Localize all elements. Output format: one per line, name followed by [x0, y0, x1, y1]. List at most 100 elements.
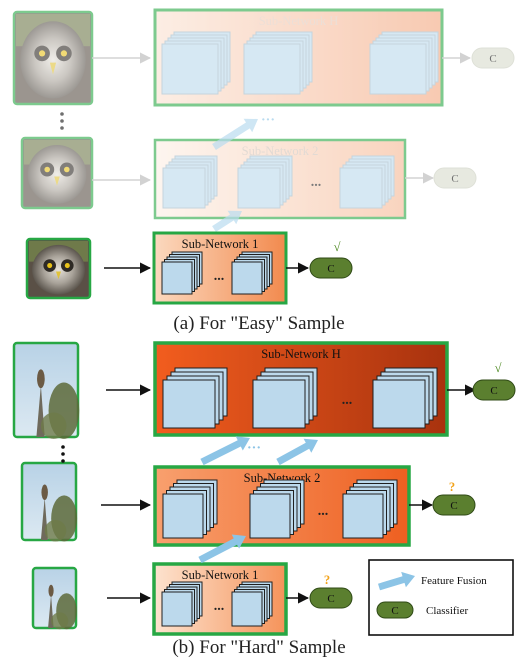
feature-map-stack [342, 479, 398, 539]
easy-inactive-layers: Sub-Network H C Sub-Network 2... C ··· [12, 8, 515, 232]
classifier-pill [309, 257, 353, 279]
owl-beak [54, 176, 60, 186]
hard-classifier-2: C [432, 494, 476, 516]
easy-classifier-h: C [471, 47, 515, 69]
dot [61, 452, 65, 456]
classifier-label: C [451, 173, 458, 185]
bird-photo-bush [44, 519, 67, 542]
legend-classifier-pill [376, 601, 414, 619]
legend-feature-fusion-label: Feature Fusion [421, 575, 487, 587]
easy-check-mark: √ [334, 240, 341, 254]
legend-fusion-arrow-icon [378, 571, 415, 591]
classifier-pill [309, 587, 353, 609]
feature-map-stack [161, 251, 203, 295]
owl-beak [55, 271, 62, 280]
feature-map [342, 493, 384, 539]
feature-map-stack [161, 31, 231, 95]
hard-classifier-1: C [309, 587, 353, 609]
classifier-label: C [327, 593, 334, 605]
feature-map [161, 591, 193, 627]
owl-right-iris [64, 263, 70, 269]
dot [60, 112, 64, 116]
feature-map [231, 261, 263, 295]
feature-map [369, 43, 427, 95]
owl-face [20, 21, 86, 99]
feature-map [237, 167, 281, 209]
classifier-pill [432, 494, 476, 516]
owl-right-iris [60, 50, 68, 57]
stack-ellipsis: ... [342, 393, 353, 408]
stack-ellipsis: ... [214, 599, 225, 614]
feature-map-stack [231, 251, 273, 295]
bird-body [48, 584, 54, 597]
owl-left-iris [47, 263, 53, 269]
hard-panel: Sub-Network H... C √ Sub-Network 2... C? Sub-… [12, 341, 516, 658]
dot [61, 459, 65, 463]
dot [61, 445, 65, 449]
sub-network-title: Sub-Network 1 [182, 237, 259, 251]
legend-classifier-symbol: C [391, 605, 398, 617]
easy-fusion-arrow-2-h [212, 118, 258, 150]
dot [60, 119, 64, 123]
easy-fusion-arrow-1-2 [212, 210, 242, 232]
feature-map-stack [162, 367, 228, 429]
bird-photo-bush [51, 612, 69, 630]
classifier-label: C [489, 53, 496, 65]
feature-map-stack [161, 581, 203, 627]
legend-frame [368, 559, 514, 636]
feature-map-stack [249, 479, 305, 539]
feature-map [372, 379, 426, 429]
feature-map-stack [162, 479, 218, 539]
hard-fusion-ellipsis: ··· [247, 441, 261, 456]
feature-map [339, 167, 383, 209]
hard-classifier-h: C [472, 379, 516, 401]
hard-fusion-arrow-2-h-left [200, 436, 250, 466]
bird-body [37, 369, 45, 389]
hard-question-mark-1: ? [324, 573, 330, 587]
easy-fusion-ellipsis: ··· [261, 113, 275, 128]
bird-photo-bush [40, 412, 67, 439]
hard-input-bird-2 [20, 461, 78, 542]
hard-caption: (b) For "Hard" Sample [172, 637, 345, 658]
feature-map-stack [237, 155, 293, 209]
legend-classifier-label: Classifier [426, 605, 468, 617]
easy-input-vertical-dots [60, 112, 64, 130]
hard-check-mark: √ [495, 361, 502, 375]
owl-face [32, 244, 85, 295]
easy-classifier-1: C [309, 257, 353, 279]
owl-left-iris [38, 50, 46, 57]
feature-map-stack [252, 367, 318, 429]
feature-map-stack [372, 367, 438, 429]
easy-input-owl-h [12, 10, 94, 106]
stack-ellipsis: ... [214, 269, 225, 284]
easy-classifier-2: C [433, 167, 477, 189]
feature-map [161, 261, 193, 295]
owl-left-iris [44, 166, 50, 173]
easy-sub-network-1: Sub-Network 1... [152, 231, 288, 305]
hard-sub-network-1: Sub-Network 1... [152, 562, 288, 636]
bird-body [41, 484, 48, 500]
classifier-pill [433, 167, 477, 189]
sub-network-title: Sub-Network H [261, 347, 341, 361]
hard-question-mark-2: ? [449, 480, 455, 494]
easy-caption: (a) For "Easy" Sample [173, 313, 344, 334]
owl-face [27, 145, 87, 204]
feature-map [162, 379, 216, 429]
feature-map-stack [339, 155, 395, 209]
stack-ellipsis: ... [318, 504, 329, 519]
easy-sub-network-2: Sub-Network 2... [153, 138, 407, 220]
hard-input-vertical-dots [61, 445, 65, 463]
feature-map [161, 43, 219, 95]
hard-fusion-arrow-2-h-right [276, 438, 318, 466]
classifier-label: C [327, 263, 334, 275]
hard-sub-network-2: Sub-Network 2... [153, 465, 411, 547]
easy-input-owl-2 [20, 136, 94, 210]
stack-ellipsis: ... [311, 175, 322, 190]
feature-map [243, 43, 301, 95]
hard-input-bird-h [12, 341, 80, 439]
feature-map-stack [231, 581, 273, 627]
sub-network-title: Sub-Network H [259, 14, 339, 28]
feature-map-stack [369, 31, 439, 95]
